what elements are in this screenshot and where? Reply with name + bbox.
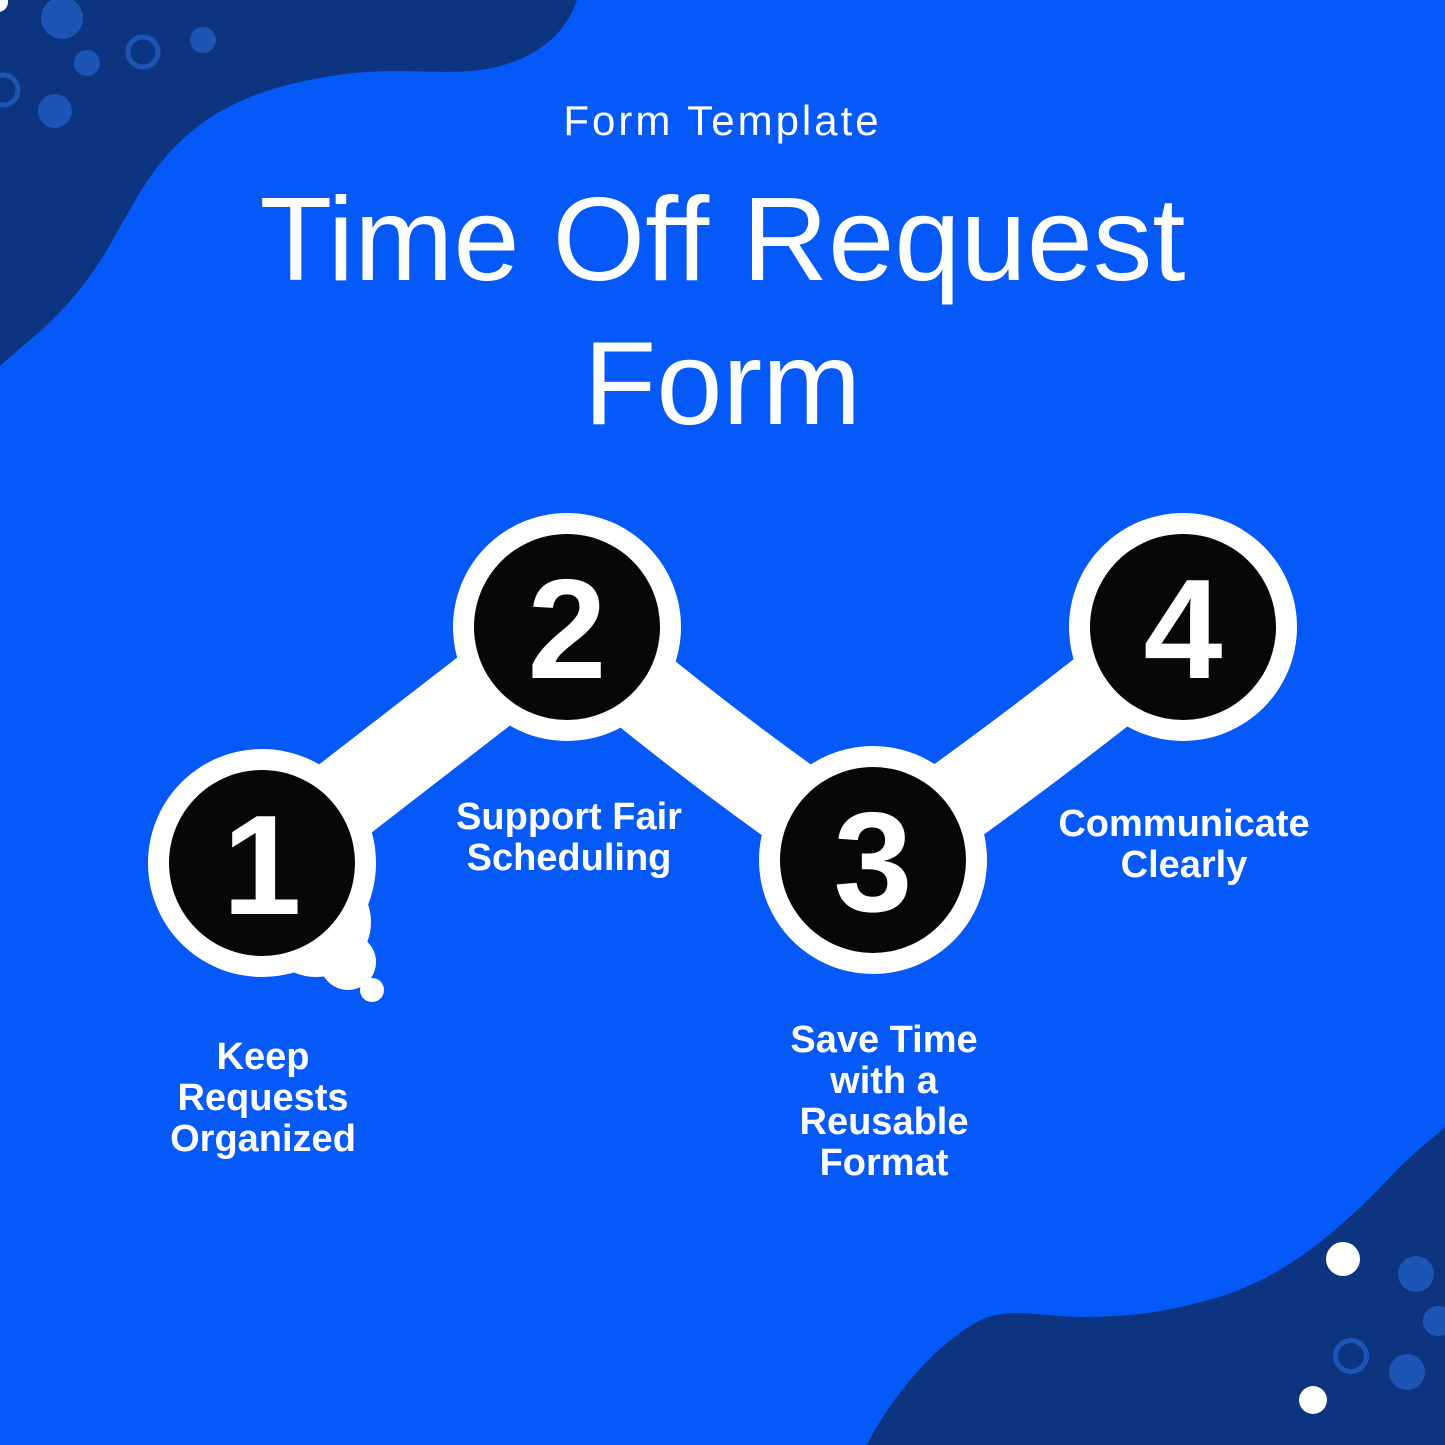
- step-3-circle: [780, 767, 966, 953]
- step-4-circle: [1090, 534, 1276, 720]
- step-2-number: 2: [528, 550, 607, 709]
- step-1-circle: [169, 770, 355, 956]
- blue-dot: [1389, 1354, 1425, 1390]
- step-3-number: 3: [834, 783, 913, 942]
- step-1-halo-tail: [360, 978, 384, 1002]
- step-chain: 1 2 3 4: [148, 513, 1297, 1002]
- blue-dot: [74, 50, 100, 76]
- step-1-number: 1: [223, 786, 302, 945]
- blue-ring: [125, 34, 161, 70]
- corner-blob-bottom-right: [867, 1127, 1445, 1445]
- white-dot: [0, 0, 8, 12]
- corner-blob-top-left: [0, 0, 577, 366]
- page-title: Time Off Request Form: [259, 173, 1186, 450]
- top-left-dot-cluster: [0, 0, 216, 128]
- blue-dot: [38, 94, 72, 128]
- eyebrow-text: Form Template: [563, 97, 882, 144]
- step-1-label: Keep Requests Organized: [170, 1036, 356, 1160]
- blue-dot: [1398, 1256, 1434, 1292]
- blue-dot: [1423, 1306, 1445, 1336]
- step-1-halo-tail: [320, 934, 376, 990]
- blue-ring: [0, 72, 21, 108]
- white-dot: [1299, 1386, 1327, 1414]
- step-2-label: Support Fair Scheduling: [456, 796, 682, 879]
- step-2-circle: [474, 534, 660, 720]
- step-4-label: Communicate Clearly: [1058, 803, 1310, 886]
- step-3-label: Save Time with a Reusable Format: [790, 1019, 978, 1184]
- blue-ring: [1333, 1338, 1369, 1374]
- step-4-number: 4: [1144, 550, 1223, 709]
- bottom-right-dot-cluster: [1299, 1242, 1445, 1414]
- blue-dot: [190, 27, 216, 53]
- blue-dot: [41, 0, 83, 39]
- white-dot: [1326, 1242, 1360, 1276]
